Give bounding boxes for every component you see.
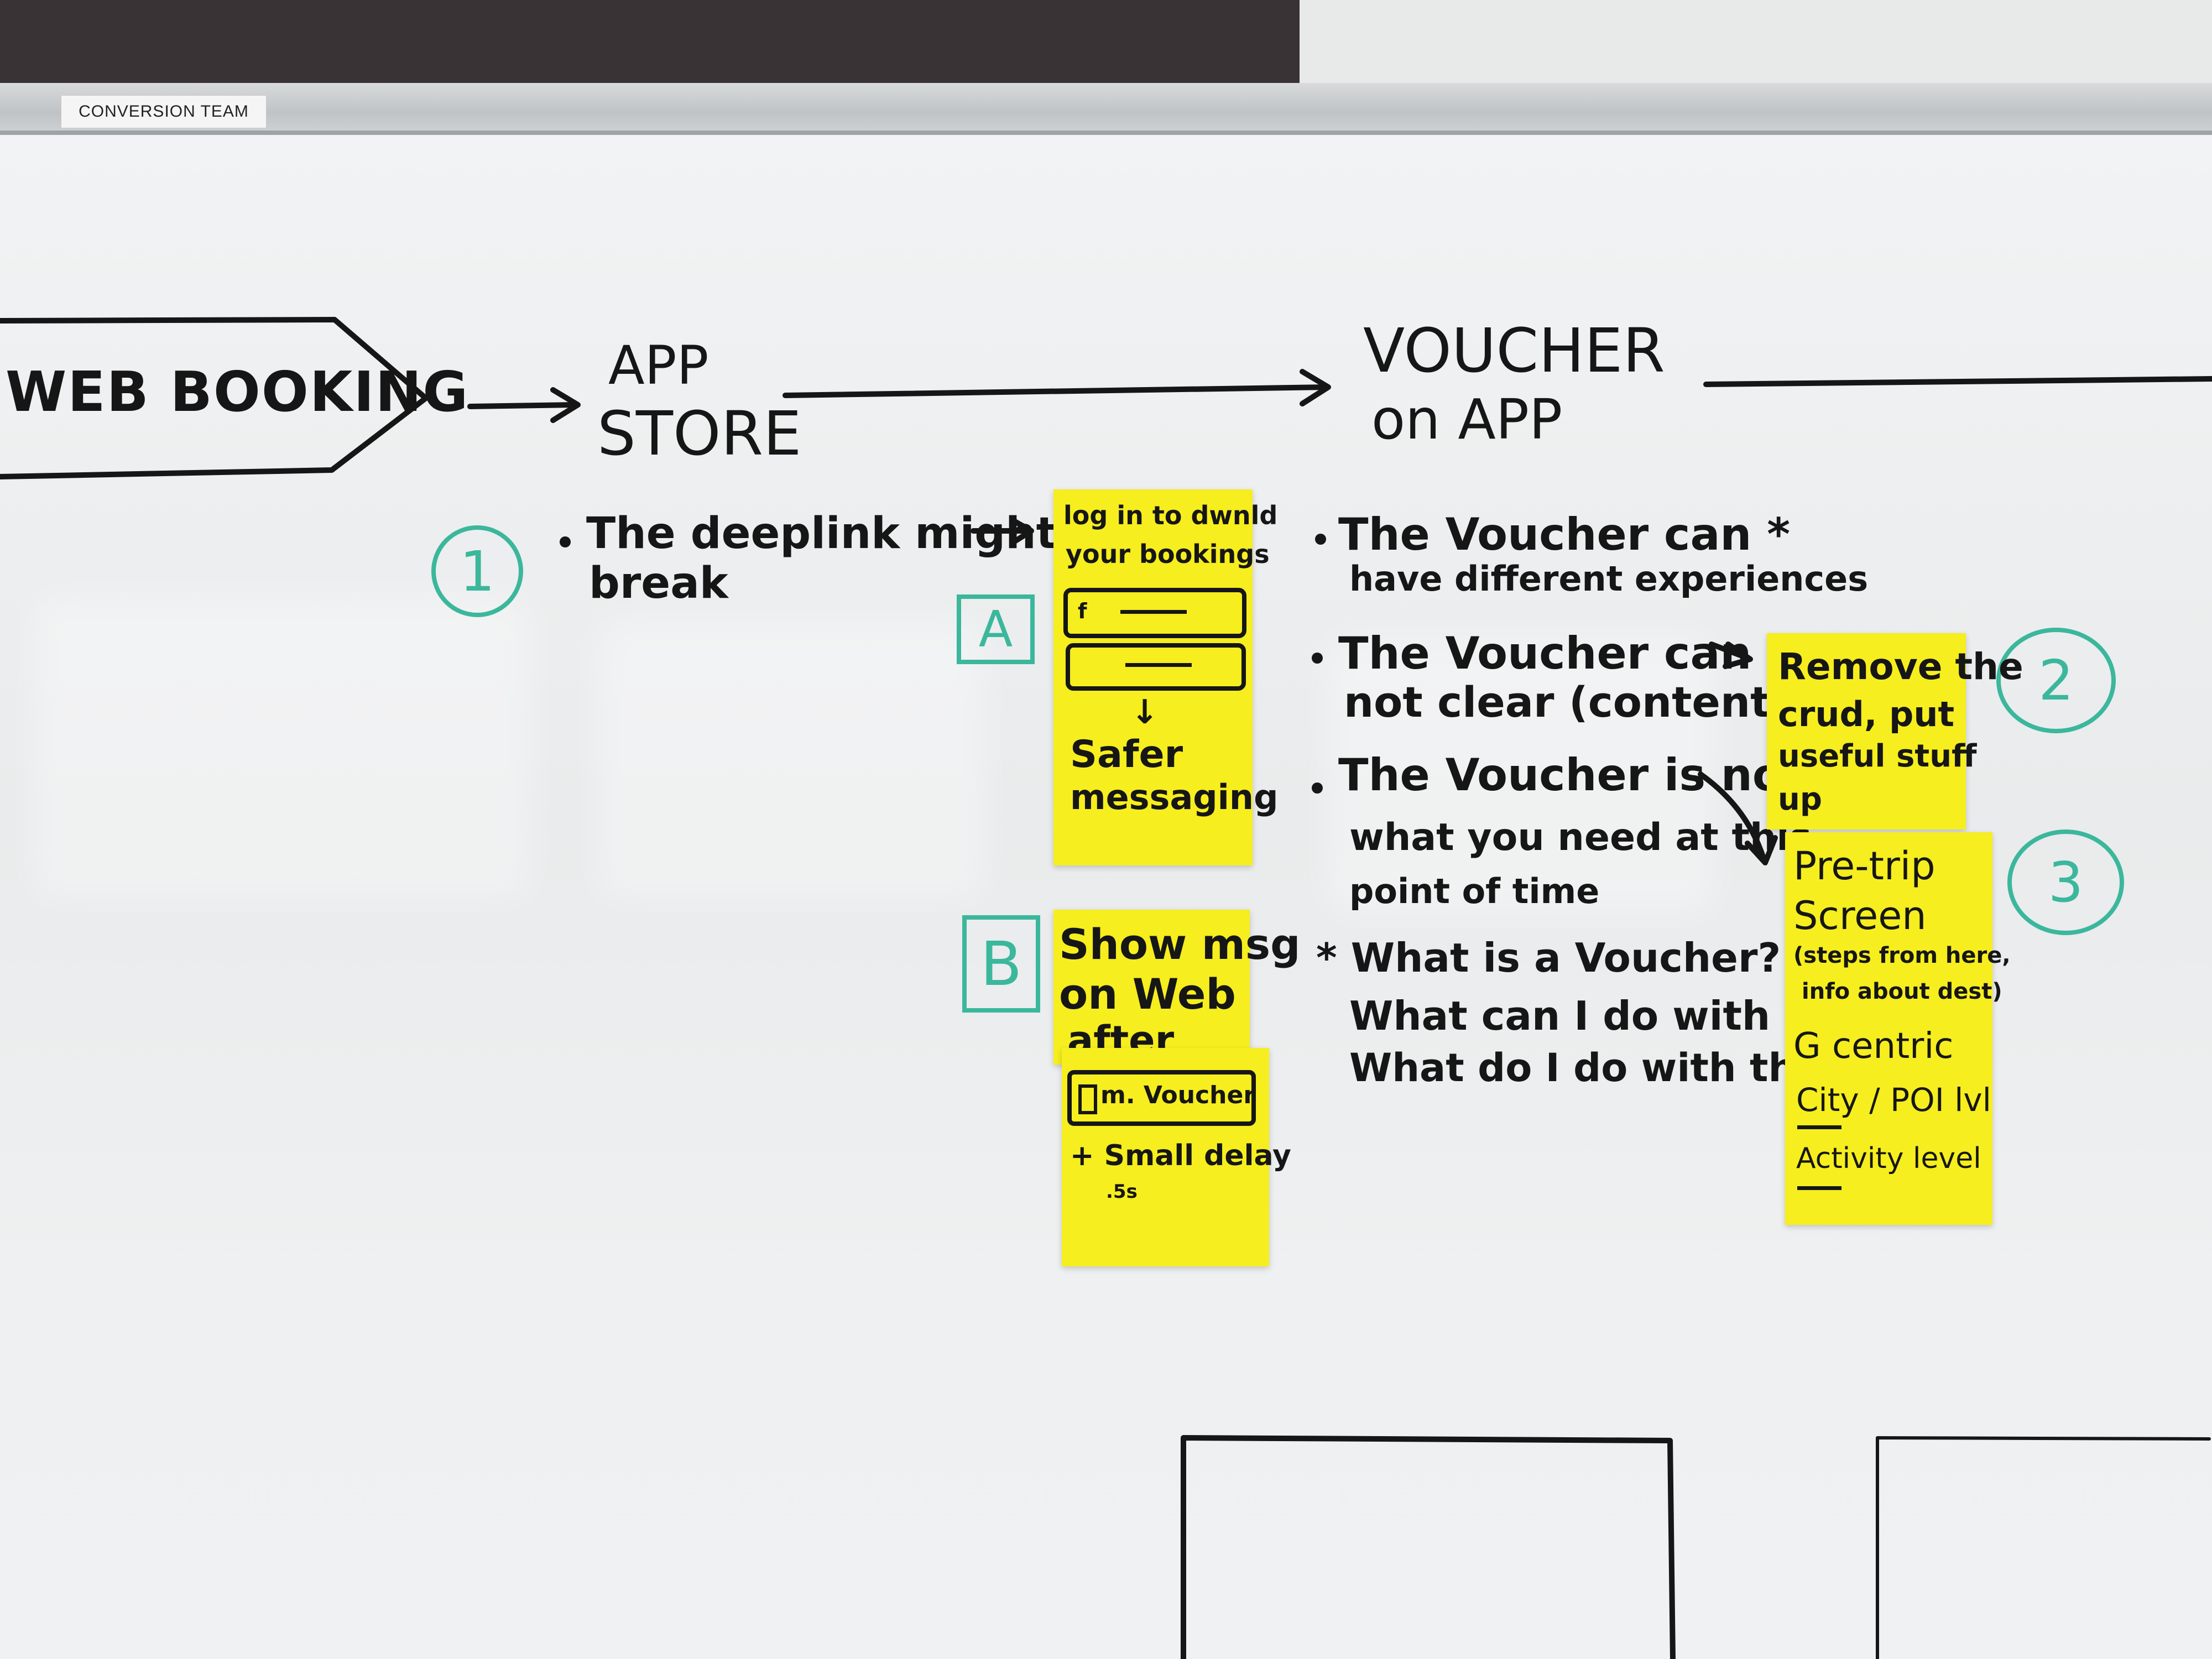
note-2-line2: crud, put: [1778, 694, 1955, 734]
background-wall-light: [1300, 0, 2212, 83]
note-a-arrow: ↓: [1131, 693, 1159, 732]
flow-step-app-line2: STORE: [597, 398, 802, 469]
note-b-line1: Show msg: [1059, 920, 1301, 969]
marker-square-b: B: [962, 915, 1040, 1013]
note-a-sketch-line: [1125, 663, 1192, 667]
note-2-line3: useful stuff: [1778, 738, 1977, 774]
sticky-note-b-top: Show msg on Web after: [1053, 910, 1301, 1065]
background-wall-dark: [0, 0, 1300, 83]
issue-voucher-3-line3: point of time: [1349, 871, 1600, 911]
note-a-sketch-button-2: [1066, 643, 1246, 691]
note-2-line4: up: [1778, 781, 1822, 817]
flow-line-3: [1703, 376, 2212, 387]
sticky-note-a: log in to dwnld your bookings f ↓ Safer …: [1053, 489, 1278, 865]
question-line2: What can I do with it?: [1349, 993, 1840, 1039]
note-b-sketch-button: m. Voucher: [1067, 1070, 1256, 1126]
marker-circle-2: 2: [1996, 628, 2116, 733]
note-a-line1: log in to dwnld: [1063, 500, 1278, 530]
note-3-underline: [1797, 1186, 1841, 1190]
note-a-sketch-line: [1120, 610, 1187, 614]
note-a-line4: messaging: [1070, 777, 1279, 817]
note-b-button-label: m. Voucher: [1100, 1081, 1256, 1109]
note-3-line1: Pre-trip: [1793, 843, 1936, 889]
flow-arrow-1: [467, 402, 578, 409]
deeplink-arrow-head: [1009, 517, 1034, 546]
note-a-sketch-button-1: f: [1063, 588, 1246, 638]
note-3-underline: [1797, 1125, 1841, 1129]
board-label: CONVERSION TEAM: [61, 95, 267, 128]
marker-circle-1: 1: [431, 525, 523, 617]
window-reflection: [33, 597, 531, 896]
web-booking-shape: [0, 317, 429, 479]
window-reflection: [1327, 636, 1714, 912]
issue-voucher-3-line2: what you need at this: [1349, 816, 1812, 859]
issue-voucher-1-line1: The Voucher can *: [1338, 509, 1791, 560]
note-2-line1: Remove the: [1778, 645, 2023, 688]
note-b-phone-icon: [1078, 1084, 1097, 1114]
flow-step-app-line1: APP: [608, 335, 709, 397]
flow-arrow-1-head: [550, 387, 581, 423]
issue-voucher-1-line2: have different experiences: [1349, 559, 1869, 599]
sticky-note-b-bottom: m. Voucher + Small delay .5s: [1062, 1048, 1291, 1266]
note-3-line7: Activity level: [1796, 1142, 1981, 1175]
note-b-line5: .5s: [1106, 1181, 1138, 1203]
note-a-line3: Safer: [1070, 733, 1183, 776]
bottom-box-right: [1876, 1436, 2211, 1659]
bottom-box-left: [1181, 1435, 1676, 1659]
note-b-line2: on Web: [1059, 969, 1236, 1019]
note-a-facebook-icon: f: [1078, 599, 1087, 623]
marker-square-a: A: [957, 594, 1035, 664]
whiteboard-frame-edge: [0, 131, 2212, 135]
note-3-line5: G centric: [1793, 1026, 1954, 1067]
issue-voucher-2-line1: The Voucher can be: [1338, 628, 1829, 679]
flow-arrow-2: [782, 384, 1330, 398]
note-3-line3: (steps from here,: [1793, 943, 2011, 968]
window-reflection: [597, 619, 984, 896]
note-3-line4: info about dest): [1802, 979, 2002, 1004]
whiteboard-frame: [0, 83, 2212, 133]
flow-step-voucher-line1: VOUCHER: [1363, 315, 1665, 386]
issue-deeplink-line2: break: [589, 559, 728, 608]
sticky-note-3: Pre-trip Screen (steps from here, info a…: [1785, 832, 2011, 1225]
issue-voucher-3-line1: The Voucher is not: [1338, 749, 1804, 801]
note-a-line2: your bookings: [1066, 539, 1270, 569]
flow-step-voucher-line2: on APP: [1371, 387, 1563, 452]
sticky-note-2: Remove the crud, put useful stuff up: [1767, 633, 2023, 830]
issue-deeplink-line1: The deeplink might: [586, 509, 1057, 559]
note-3-line2: Screen: [1793, 893, 1927, 938]
flow-step-web-booking: WEB BOOKING: [6, 359, 469, 424]
flow-arrow-2-head: [1300, 369, 1331, 406]
note-b-line4: + Small delay: [1070, 1139, 1291, 1172]
note-3-line6: City / POI lvl: [1796, 1081, 1991, 1119]
question-line3: What do I do with this?: [1349, 1045, 1855, 1091]
question-line1: * What is a Voucher?: [1316, 935, 1781, 981]
marker-circle-3: 3: [2007, 830, 2124, 935]
